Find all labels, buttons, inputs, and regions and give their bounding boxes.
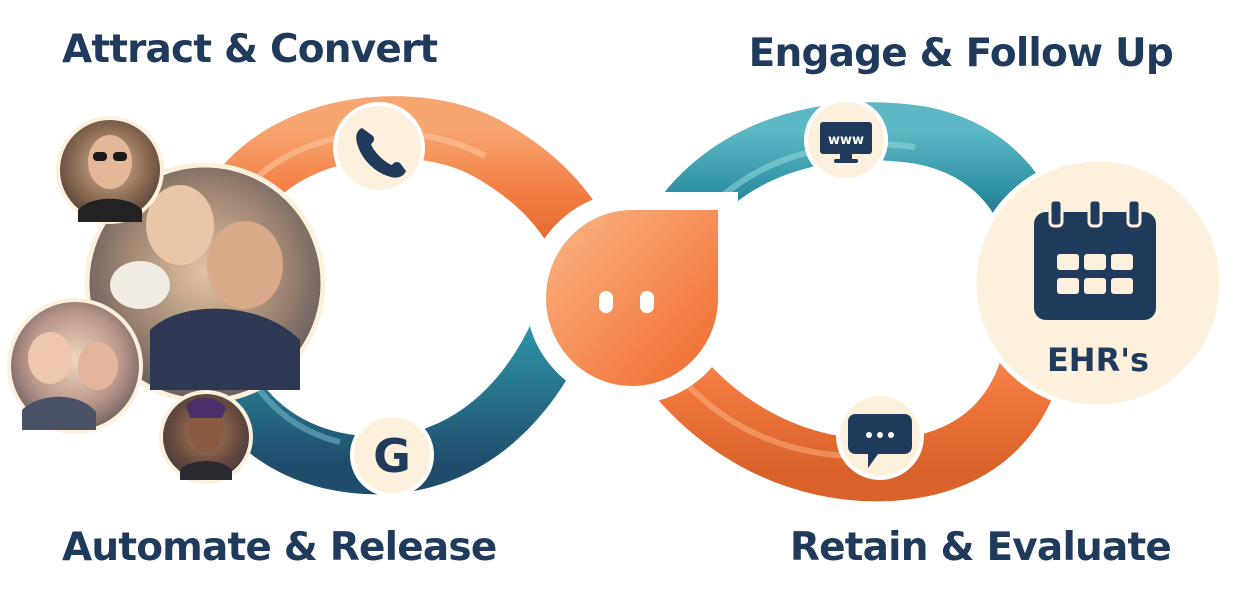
logo-eye-left [599, 291, 613, 313]
logo-eye-right [640, 291, 654, 313]
patient-photo-older-couple [7, 298, 143, 434]
heading-automate-release: Automate & Release [62, 525, 497, 570]
ehr-label: EHR's [1047, 341, 1149, 379]
ehr-bubble: EHR's [971, 156, 1225, 410]
website-text: www [828, 133, 864, 148]
google-icon: G [350, 413, 434, 497]
google-letter: G [373, 429, 411, 483]
patient-photo-woman-sunglasses [56, 116, 164, 224]
phone-icon [333, 102, 425, 194]
website-icon: www [804, 98, 888, 182]
heading-retain-evaluate: Retain & Evaluate [789, 525, 1172, 570]
brand-logo [526, 192, 738, 404]
patient-photo-large [84, 162, 326, 404]
chat-icon [836, 392, 924, 480]
heading-engage-follow-up: Engage & Follow Up [748, 31, 1174, 76]
patient-photo-woman-smiling [159, 390, 253, 484]
heading-attract-convert: Attract & Convert [62, 27, 438, 72]
calendar-icon [1034, 198, 1156, 320]
